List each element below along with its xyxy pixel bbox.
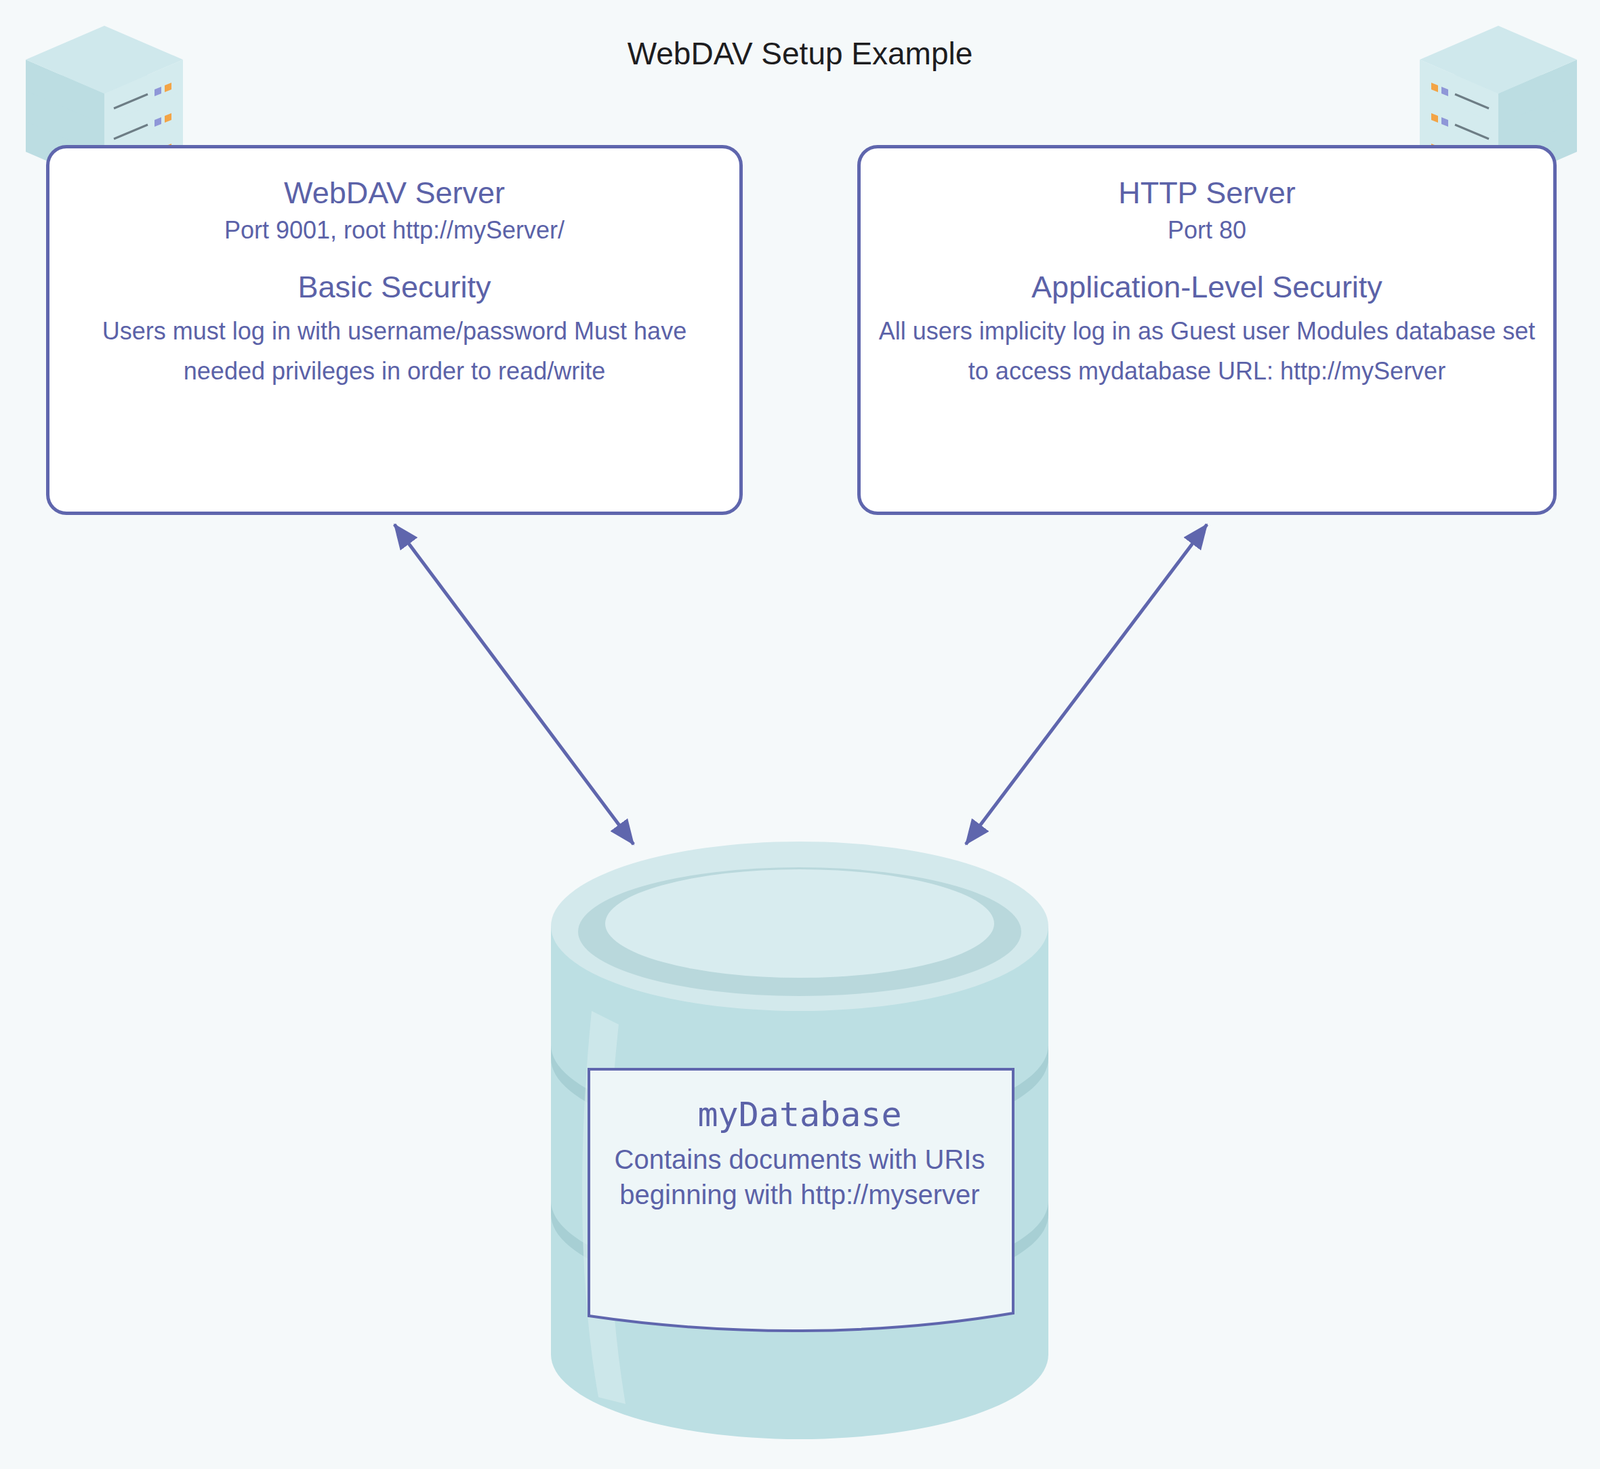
server-detail: Port 9001, root http://myServer/ [65, 214, 724, 247]
database-cylinder: myDatabaseContains documents with URIs b… [550, 841, 1049, 1440]
database-detail: Contains documents with URIs beginning w… [603, 1141, 996, 1213]
security-heading: Basic Security [65, 268, 724, 307]
cylinder-shape [550, 841, 1049, 1440]
database-label: myDatabaseContains documents with URIs b… [603, 1093, 996, 1213]
server-detail: Port 80 [876, 214, 1537, 247]
server-box: WebDAV ServerPort 9001, root http://mySe… [46, 145, 743, 516]
database-name: myDatabase [603, 1093, 996, 1137]
server-heading: HTTP Server [876, 174, 1537, 213]
security-detail: Users must log in with username/password… [65, 311, 724, 392]
server-heading: WebDAV Server [65, 174, 724, 213]
connector-arrow [965, 524, 1207, 845]
diagram-title: WebDAV Setup Example [0, 35, 1600, 72]
server-box: HTTP ServerPort 80 Application-Level Secu… [857, 145, 1557, 516]
security-heading: Application-Level Security [876, 268, 1537, 307]
security-detail: All users implicity log in as Guest user… [876, 311, 1537, 392]
connector-arrow [394, 524, 634, 845]
